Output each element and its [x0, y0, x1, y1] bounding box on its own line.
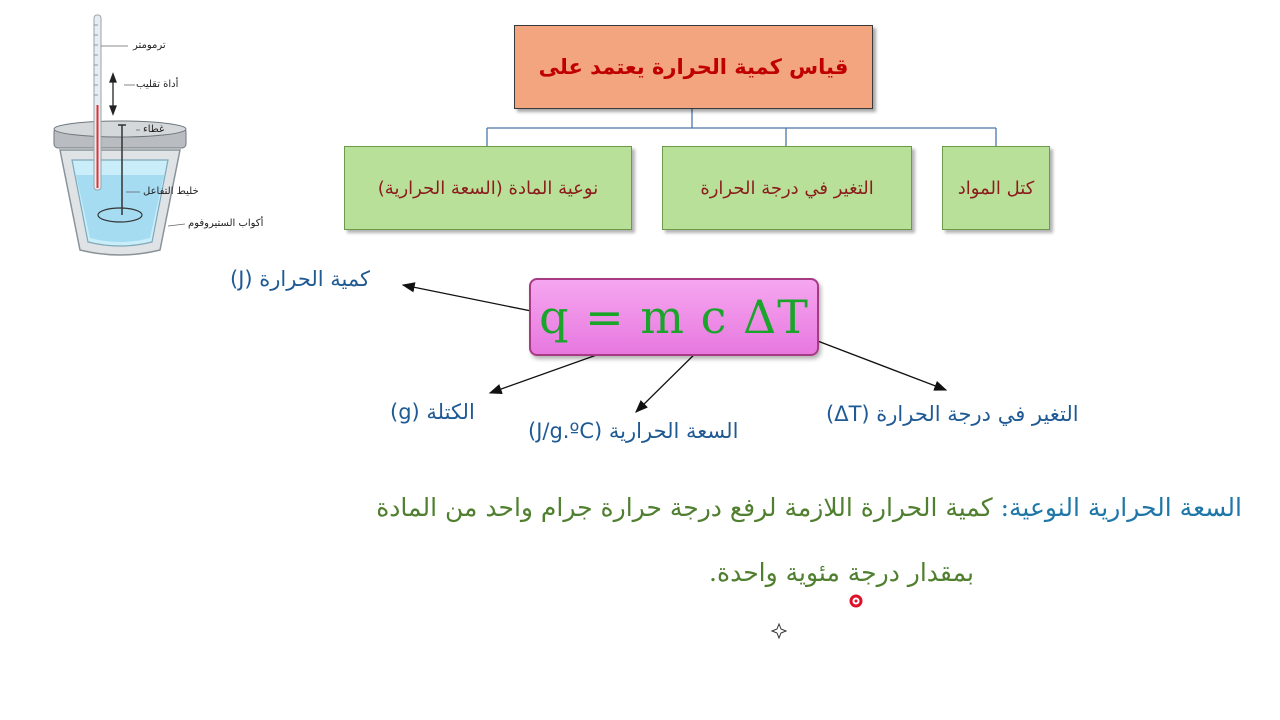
concept-child-substance-type: نوعية المادة (السعة الحرارية) [344, 146, 632, 230]
lid-top [53, 120, 187, 138]
concept-child-text: نوعية المادة (السعة الحرارية) [377, 177, 599, 199]
label-heat-quantity: كمية الحرارة (J) [230, 267, 371, 291]
stirrer-ring [97, 207, 143, 223]
concept-child-text: التغير في درجة الحرارة [700, 177, 874, 199]
concept-child-text: كتل المواد [957, 177, 1035, 199]
label-mass: الكتلة (g) [390, 400, 475, 424]
concept-child-mass: كتل المواد [942, 146, 1050, 230]
label-temperature-change: التغير في درجة الحرارة (ΔT) [826, 402, 1079, 426]
sparkle-icon [770, 622, 788, 640]
label-leaders [101, 45, 186, 227]
concept-child-temperature-change: التغير في درجة الحرارة [662, 146, 912, 230]
thermometer-ticks [94, 24, 98, 96]
thermometer-label: ترمومتر [133, 40, 166, 51]
definition-line-2: بمقدار درجة مئوية واحدة. [709, 558, 974, 587]
label-heat-capacity: السعة الحرارية (J/g.ºC) [528, 419, 739, 443]
definition-continuation: بمقدار درجة مئوية واحدة. [709, 558, 974, 587]
arrow-dT [814, 339, 948, 391]
lid-label: غطاء [143, 124, 165, 135]
formula-box: q = m c ΔT [529, 278, 819, 356]
calorimeter-diagram [53, 14, 187, 256]
formula-equation: q = m c ΔT [539, 290, 809, 344]
definition-term: السعة الحرارية النوعية: [1000, 493, 1242, 522]
stirrer-motion-arrow [109, 72, 117, 116]
pointer-cursor-dot [854, 599, 858, 603]
stirrer-label: أداة تقليب [136, 79, 179, 90]
thermometer [93, 14, 102, 191]
concept-root-text: قياس كمية الحرارة يعتمد على [538, 55, 849, 79]
concept-root-box: قياس كمية الحرارة يعتمد على [514, 25, 873, 109]
mixture-label: خليط التفاعل [143, 186, 199, 197]
definition-body: كمية الحرارة اللازمة لرفع درجة حرارة جرا… [376, 493, 1001, 522]
cups-label: أكواب الستيروفوم [188, 218, 264, 229]
tree-connectors [486, 108, 997, 146]
definition-line-1: السعة الحرارية النوعية: كمية الحرارة الل… [376, 493, 1242, 522]
